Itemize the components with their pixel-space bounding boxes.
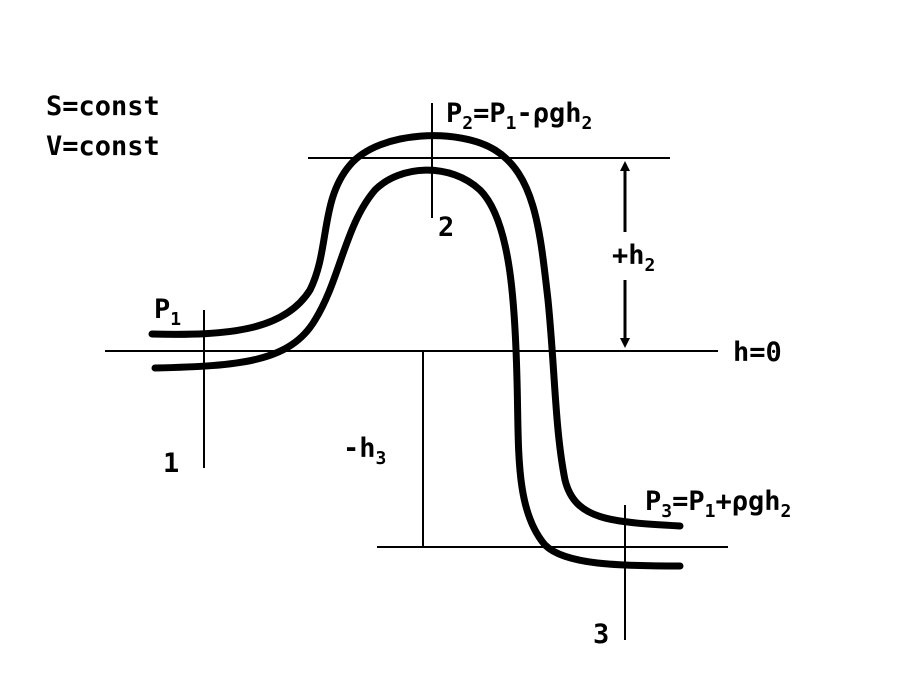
section-2-label: 2 xyxy=(438,212,454,243)
section-1-label: 1 xyxy=(163,448,179,479)
h3-label: -h3 xyxy=(343,433,386,469)
h2-label: +h2 xyxy=(612,240,655,276)
p3-formula: P3=P1+ρgh2 xyxy=(645,486,791,522)
condition-s-const: S=const xyxy=(46,91,160,122)
pipe-outer-wall xyxy=(148,132,684,530)
p1-label: P1 xyxy=(154,294,181,330)
condition-v-const: V=const xyxy=(46,131,160,162)
p2-formula: P2=P1-ρgh2 xyxy=(446,98,592,134)
pipe-inner-wall xyxy=(151,166,684,570)
section-3-label: 3 xyxy=(593,619,609,650)
h0-label: h=0 xyxy=(733,337,782,368)
